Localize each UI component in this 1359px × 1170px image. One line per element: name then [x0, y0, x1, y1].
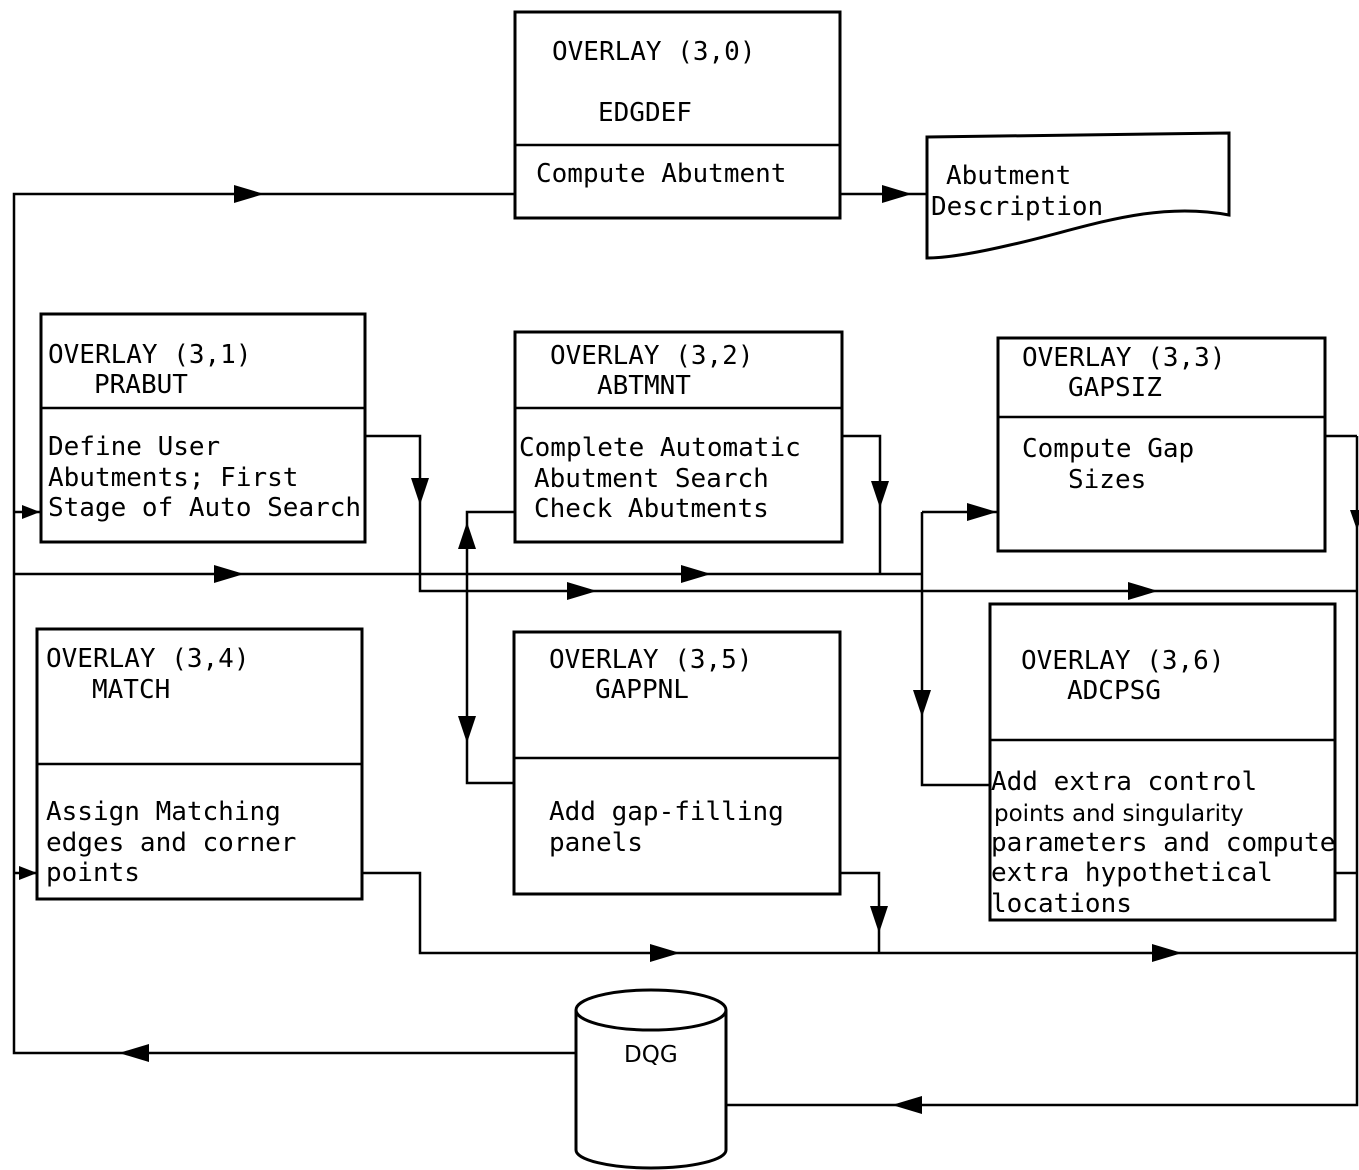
overlay-description: extra hypothetical — [991, 858, 1273, 888]
overlay-description: edges and corner — [46, 828, 296, 858]
arrow-into-prabut — [22, 505, 40, 519]
arrow-right-574-a — [214, 565, 244, 583]
arrow-right-gapsiz — [967, 503, 997, 521]
overlay-description: Complete Automatic — [519, 433, 801, 463]
arrow-right-591-a — [567, 582, 597, 600]
overlay-3-4-box: OVERLAY (3,4) MATCH Assign Matching edge… — [35, 627, 364, 901]
overlay-number: OVERLAY (3,3) — [1022, 343, 1226, 373]
document-line: Description — [931, 192, 1103, 222]
overlay-description: Compute Abutment — [536, 159, 786, 189]
overlay-description: Add gap-filling — [549, 797, 784, 827]
overlay-description: Assign Matching — [46, 797, 281, 827]
overlay-description: Add extra control — [991, 767, 1257, 797]
dqg-database-cylinder: DQG — [574, 988, 728, 1170]
arrow-down-abtmnt-out — [871, 481, 889, 508]
database-label: DQG — [624, 1042, 678, 1068]
arrow-down-gappnl-out — [870, 906, 888, 933]
routine-name: GAPSIZ — [1068, 373, 1162, 403]
overlay-3-2-box: OVERLAY (3,2) ABTMNT Complete Automatic … — [513, 330, 844, 544]
arrow-right-953-a — [650, 944, 680, 962]
overlay-description: Define User — [48, 432, 220, 462]
routine-name: EDGDEF — [598, 98, 692, 128]
overlay-number: OVERLAY (3,6) — [1021, 646, 1225, 676]
arrow-right-to-doc — [882, 185, 912, 203]
routine-name: ABTMNT — [597, 371, 691, 401]
overlay-number: OVERLAY (3,0) — [552, 37, 756, 67]
overlay-description: Sizes — [1068, 465, 1146, 495]
overlay-number: OVERLAY (3,1) — [48, 340, 252, 370]
overlay-description: panels — [549, 828, 643, 858]
overlay-3-1-box: OVERLAY (3,1) PRABUT Define User Abutmen… — [39, 312, 367, 544]
arrow-down-adcpsg — [913, 690, 931, 717]
arrow-right-953-b — [1152, 944, 1182, 962]
arrow-right-591-b — [1128, 582, 1158, 600]
arrow-down-gappnl-link — [458, 716, 476, 743]
overlay-description: points — [46, 858, 140, 888]
overlay-3-0-box: OVERLAY (3,0) EDGDEF Compute Abutment — [513, 10, 842, 220]
routine-name: MATCH — [92, 675, 170, 705]
routine-name: GAPPNL — [595, 675, 689, 705]
overlay-number: OVERLAY (3,2) — [550, 341, 754, 371]
arrowheads — [19, 185, 1359, 1114]
arrow-left-bottom-right — [892, 1096, 922, 1114]
arrow-right-top — [234, 185, 264, 203]
overlay-description: parameters and compute — [991, 828, 1335, 858]
arrow-down-right-trunk — [1350, 510, 1359, 530]
arrow-left-bottom — [119, 1044, 149, 1062]
overlay-description: locations — [991, 889, 1132, 919]
abutment-description-document: Abutment Description — [925, 131, 1231, 260]
arrow-down-prabut-out — [411, 478, 429, 505]
arrow-right-574-b — [681, 565, 711, 583]
overlay-description: Compute Gap — [1022, 434, 1194, 464]
overlay-description: Check Abutments — [534, 494, 769, 524]
overlay-description: Stage of Auto Search — [48, 493, 361, 523]
document-line: Abutment — [946, 161, 1071, 191]
overlay-description: points and singularity — [994, 801, 1244, 827]
arrow-into-match — [19, 866, 37, 880]
overlay-3-6-box: OVERLAY (3,6) ADCPSG Add extra control p… — [988, 602, 1337, 922]
overlay-3-5-box: OVERLAY (3,5) GAPPNL Add gap-filling pan… — [512, 630, 842, 896]
overlay-3-3-box: OVERLAY (3,3) GAPSIZ Compute Gap Sizes — [996, 336, 1327, 553]
connector-lines — [12, 192, 1359, 1107]
overlay-number: OVERLAY (3,4) — [46, 644, 250, 674]
overlay-description: Abutment Search — [534, 464, 769, 494]
arrow-up-abtmnt-link — [458, 522, 476, 549]
routine-name: ADCPSG — [1067, 676, 1161, 706]
routine-name: PRABUT — [94, 370, 188, 400]
overlay-description: Abutments; First — [48, 463, 298, 493]
overlay-number: OVERLAY (3,5) — [549, 645, 753, 675]
